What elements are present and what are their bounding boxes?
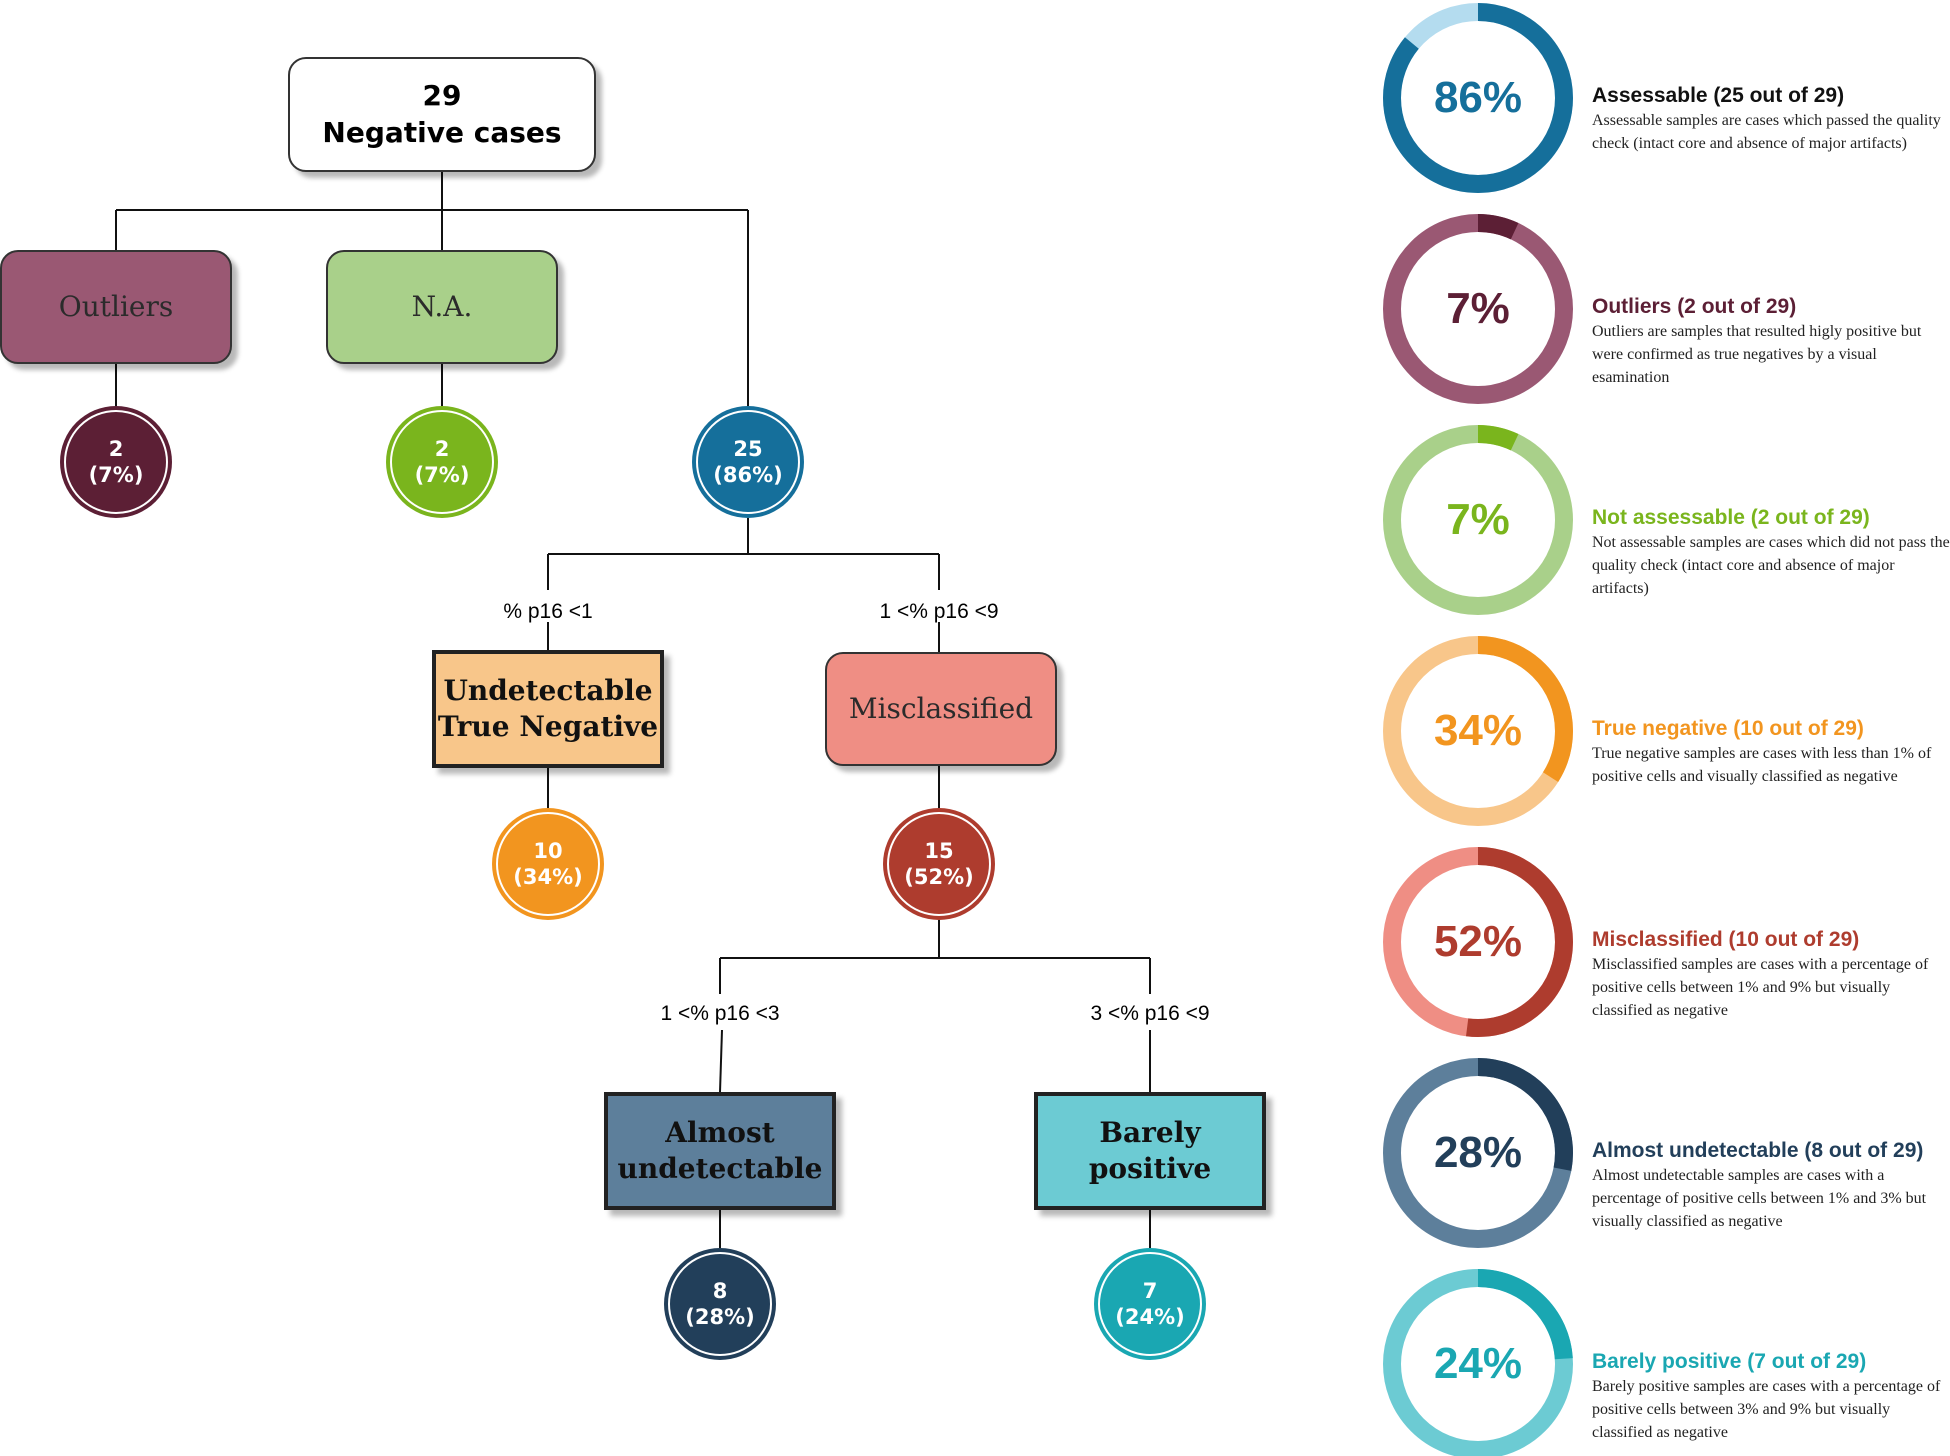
na-count-circle: 2 (7%)	[386, 406, 498, 518]
almost-label-line2: undetectable	[617, 1152, 823, 1185]
donut-ring	[1383, 214, 1573, 404]
true-negative-count-circle: 10 (34%)	[492, 808, 604, 920]
donut-percent-label: 34%	[1433, 706, 1523, 755]
donut-value-arc	[1383, 1269, 1573, 1456]
stat-description: Assessable samples are cases which passe…	[1592, 112, 1941, 152]
donut-ring	[1383, 847, 1573, 1037]
stat-title: Misclassified (10 out of 29)	[1592, 928, 1860, 951]
stat-legend: Not assessable (2 out of 29) Not assessab…	[1592, 506, 1950, 600]
donut-stat: 7%	[1380, 211, 1576, 407]
stat-legend: Misclassified (10 out of 29) Misclassifie…	[1592, 928, 1950, 1022]
donut-value-arc	[1383, 425, 1573, 615]
true-negative-count: 10	[533, 838, 563, 863]
true-negative-label-line1: Undetectable	[443, 673, 653, 707]
edge-label-barely: 3 <% p16 <9	[1090, 1002, 1210, 1025]
donut-stat: 52%	[1380, 844, 1576, 1040]
stat-title: True negative (10 out of 29)	[1592, 717, 1864, 740]
stat-legend: Barely positive (7 out of 29) Barely posi…	[1592, 1350, 1950, 1444]
donut-value-arc	[1383, 636, 1573, 826]
donut-ring	[1383, 636, 1573, 826]
misclassified-count-circle: 15 (52%)	[883, 808, 995, 920]
na-pct: (7%)	[414, 463, 470, 487]
barely-count: 7	[1142, 1278, 1158, 1303]
donut-stat: 24%	[1380, 1266, 1576, 1456]
stat-description: True negative samples are cases with les…	[1592, 745, 1932, 785]
true-negative-node: Undetectable True Negative	[432, 650, 664, 768]
outliers-count: 2	[108, 436, 124, 461]
misclassified-count: 15	[924, 838, 954, 863]
misclassified-node: Misclassified	[825, 652, 1057, 766]
stat-legend: Outliers (2 out of 29) Outliers are sampl…	[1592, 295, 1950, 389]
stat-title: Almost undetectable (8 out of 29)	[1592, 1139, 1924, 1162]
almost-count-circle: 8 (28%)	[664, 1248, 776, 1360]
donut-ring	[1383, 1269, 1573, 1456]
donut-percent-label: 24%	[1433, 1339, 1523, 1388]
donut-percent-label: 7%	[1446, 284, 1510, 333]
donut-percent-label: 7%	[1446, 495, 1510, 544]
outliers-count-circle: 2 (7%)	[60, 406, 172, 518]
barely-label-line2: positive	[1088, 1152, 1212, 1185]
donut-percent-label: 86%	[1433, 73, 1523, 122]
edge-label-almost: 1 <% p16 <3	[660, 1002, 780, 1025]
stat-legend: Almost undetectable (8 out of 29) Almost …	[1592, 1139, 1950, 1233]
barely-positive-node: Barely positive	[1034, 1092, 1266, 1210]
almost-undetectable-node: Almost undetectable	[604, 1092, 836, 1210]
edge-label-misclassified: 1 <% p16 <9	[879, 600, 999, 623]
root-node: 29 Negative cases	[288, 57, 596, 172]
donut-stat: 28%	[1380, 1055, 1576, 1251]
donut-value-arc	[1383, 847, 1573, 1037]
stat-title: Assessable (25 out of 29)	[1592, 84, 1845, 107]
donut-ring	[1383, 3, 1573, 193]
na-node: N.A.	[326, 250, 558, 364]
edge-label-true-negative: % p16 <1	[503, 600, 593, 623]
na-count: 2	[434, 436, 450, 461]
outliers-node: Outliers	[0, 250, 232, 364]
stat-title: Not assessable (2 out of 29)	[1592, 506, 1870, 529]
barely-pct: (24%)	[1115, 1305, 1185, 1329]
donut-percent-label: 28%	[1433, 1128, 1523, 1177]
donut-value-arc	[1383, 1058, 1573, 1248]
stat-description: Barely positive samples are cases with a…	[1592, 1378, 1941, 1441]
true-negative-pct: (34%)	[513, 865, 583, 889]
donut-stat: 34%	[1380, 633, 1576, 829]
almost-count: 8	[712, 1278, 728, 1303]
stat-legend: True negative (10 out of 29) True negativ…	[1592, 717, 1950, 789]
root-label: Negative cases	[322, 115, 562, 149]
almost-pct: (28%)	[685, 1305, 755, 1329]
donut-stat: 86%	[1380, 0, 1576, 196]
outliers-label: Outliers	[58, 289, 174, 323]
stat-legend: Assessable (25 out of 29) Assessable samp…	[1592, 84, 1950, 156]
na-label: N.A.	[411, 289, 473, 323]
donut-ring	[1383, 1058, 1573, 1248]
stat-title: Outliers (2 out of 29)	[1592, 295, 1797, 318]
donut-stat: 7%	[1380, 422, 1576, 618]
outliers-pct: (7%)	[88, 463, 144, 487]
stat-title: Barely positive (7 out of 29)	[1592, 1350, 1867, 1373]
misclassified-label: Misclassified	[848, 691, 1034, 725]
misclassified-pct: (52%)	[904, 865, 974, 889]
donut-ring	[1383, 425, 1573, 615]
donut-value-arc	[1383, 3, 1573, 193]
stat-description: Outliers are samples that resulted higly…	[1592, 323, 1922, 386]
stat-description: Not assessable samples are cases which d…	[1592, 534, 1950, 597]
assessable-pct: (86%)	[713, 463, 783, 487]
assessable-count-circle: 25 (86%)	[692, 406, 804, 518]
almost-label-line1: Almost	[665, 1115, 775, 1149]
root-count: 29	[422, 79, 462, 113]
barely-label-line1: Barely	[1099, 1115, 1201, 1149]
stat-description: Almost undetectable samples are cases wi…	[1592, 1167, 1927, 1230]
donut-percent-label: 52%	[1433, 917, 1523, 966]
true-negative-label-line2: True Negative	[437, 710, 659, 743]
barely-count-circle: 7 (24%)	[1094, 1248, 1206, 1360]
donut-value-arc	[1383, 214, 1573, 404]
stat-description: Misclassified samples are cases with a p…	[1592, 956, 1929, 1019]
assessable-count: 25	[733, 436, 763, 461]
